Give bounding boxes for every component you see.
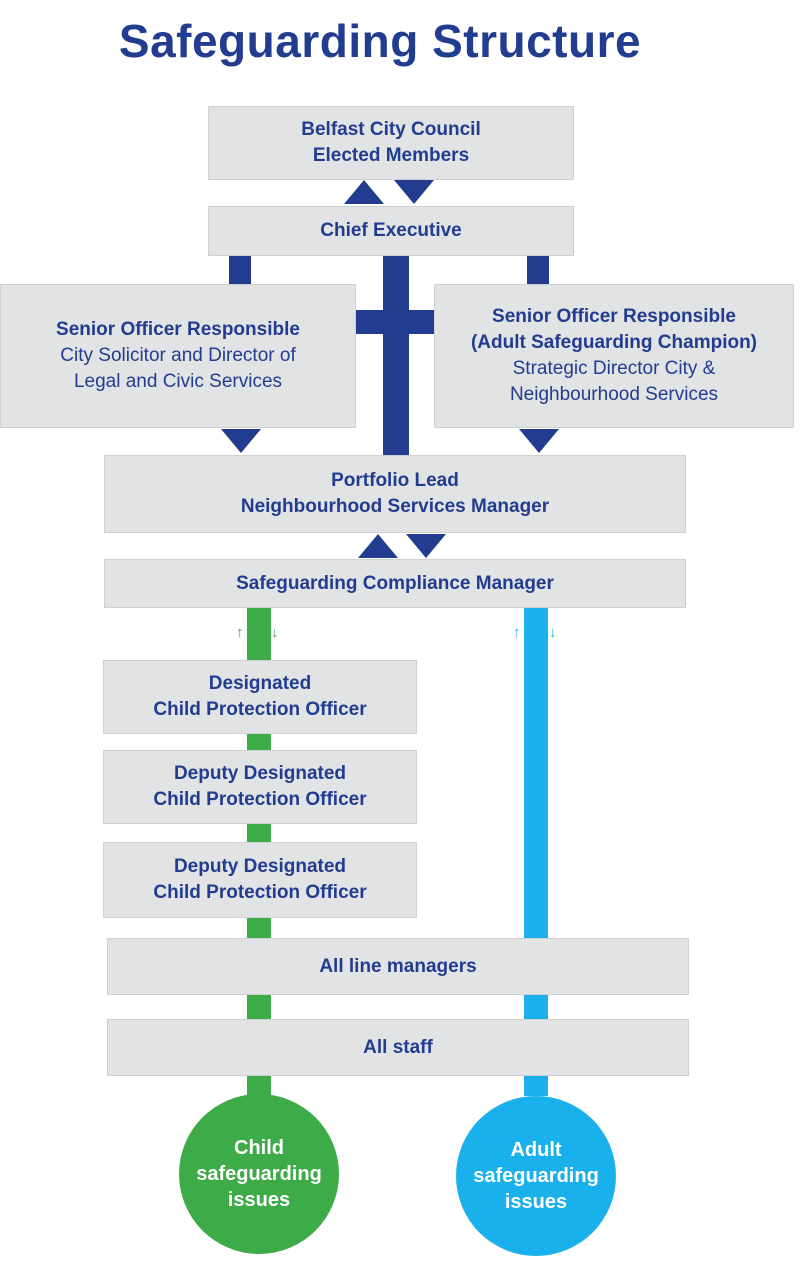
adult-circle-line3: issues	[504, 1191, 568, 1213]
adult-line	[524, 606, 548, 1096]
connector-chief-left	[229, 255, 251, 287]
compliance-manager-label: Safeguarding Compliance Manager	[236, 572, 554, 594]
senior-left-line1: City Solicitor and Director of	[60, 345, 296, 366]
line-managers-label: All line managers	[319, 955, 477, 977]
ddcpo2-line1: Deputy Designated	[173, 856, 347, 877]
senior-right-line2: Neighbourhood Services	[509, 384, 719, 405]
arrow-up-icon	[358, 534, 398, 558]
child-circle-line3: issues	[227, 1189, 291, 1211]
ddcpo2-line2: Child Protection Officer	[153, 882, 367, 903]
arrow-down-icon	[406, 534, 446, 558]
portfolio-line2: Neighbourhood Services Manager	[240, 496, 550, 517]
arrow-down-icon	[221, 429, 261, 453]
senior-officer-left-box: Senior Officer Responsible City Solicito…	[0, 284, 356, 428]
portfolio-lead-box: Portfolio Lead Neighbourhood Services Ma…	[104, 455, 686, 533]
connector-central-crossbar	[355, 310, 435, 334]
adult-circle-line1: Adult	[510, 1139, 562, 1161]
senior-right-heading2: (Adult Safeguarding Champion)	[470, 332, 758, 353]
deputy-designated-cpo-box-2: Deputy Designated Child Protection Offic…	[103, 842, 417, 918]
council-box: Belfast City Council Elected Members	[208, 106, 574, 180]
child-down-arrow-icon: ↓	[271, 624, 279, 641]
senior-left-heading: Senior Officer Responsible	[56, 319, 300, 340]
deputy-designated-cpo-box-1: Deputy Designated Child Protection Offic…	[103, 750, 417, 824]
arrow-up-icon	[344, 180, 384, 204]
adult-up-arrow-icon: ↑	[513, 624, 521, 641]
dcpo-line2: Child Protection Officer	[153, 699, 367, 720]
adult-circle-line2: safeguarding	[473, 1165, 599, 1187]
adult-safeguarding-circle: Adult safeguarding issues	[456, 1096, 616, 1256]
chief-executive-box: Chief Executive	[208, 206, 574, 256]
ddcpo1-line1: Deputy Designated	[173, 763, 347, 784]
senior-officer-right-box: Senior Officer Responsible (Adult Safegu…	[434, 284, 794, 428]
portfolio-line1: Portfolio Lead	[331, 470, 459, 491]
senior-right-heading1: Senior Officer Responsible	[492, 306, 736, 327]
council-line1: Belfast City Council	[301, 119, 481, 140]
all-staff-label: All staff	[363, 1036, 433, 1058]
ddcpo1-line2: Child Protection Officer	[153, 789, 367, 810]
line-managers-box: All line managers	[107, 938, 689, 995]
child-circle-line2: safeguarding	[196, 1163, 322, 1185]
all-staff-box: All staff	[107, 1019, 689, 1076]
arrow-down-icon	[519, 429, 559, 453]
arrow-down-icon	[394, 180, 434, 204]
child-circle-line1: Child	[234, 1137, 284, 1159]
senior-right-line1: Strategic Director City &	[512, 358, 716, 379]
council-line2: Elected Members	[312, 145, 470, 166]
page-title: Safeguarding Structure	[118, 15, 642, 67]
child-up-arrow-icon: ↑	[236, 624, 244, 641]
senior-left-line2: Legal and Civic Services	[73, 371, 283, 392]
compliance-manager-box: Safeguarding Compliance Manager	[104, 559, 686, 608]
chief-executive-label: Chief Executive	[320, 220, 462, 241]
child-safeguarding-circle: Child safeguarding issues	[179, 1094, 339, 1254]
dcpo-line1: Designated	[208, 673, 312, 694]
connector-central-vertical	[383, 255, 409, 457]
adult-down-arrow-icon: ↓	[549, 624, 557, 641]
connector-chief-right	[527, 255, 549, 287]
designated-cpo-box: Designated Child Protection Officer	[103, 660, 417, 734]
